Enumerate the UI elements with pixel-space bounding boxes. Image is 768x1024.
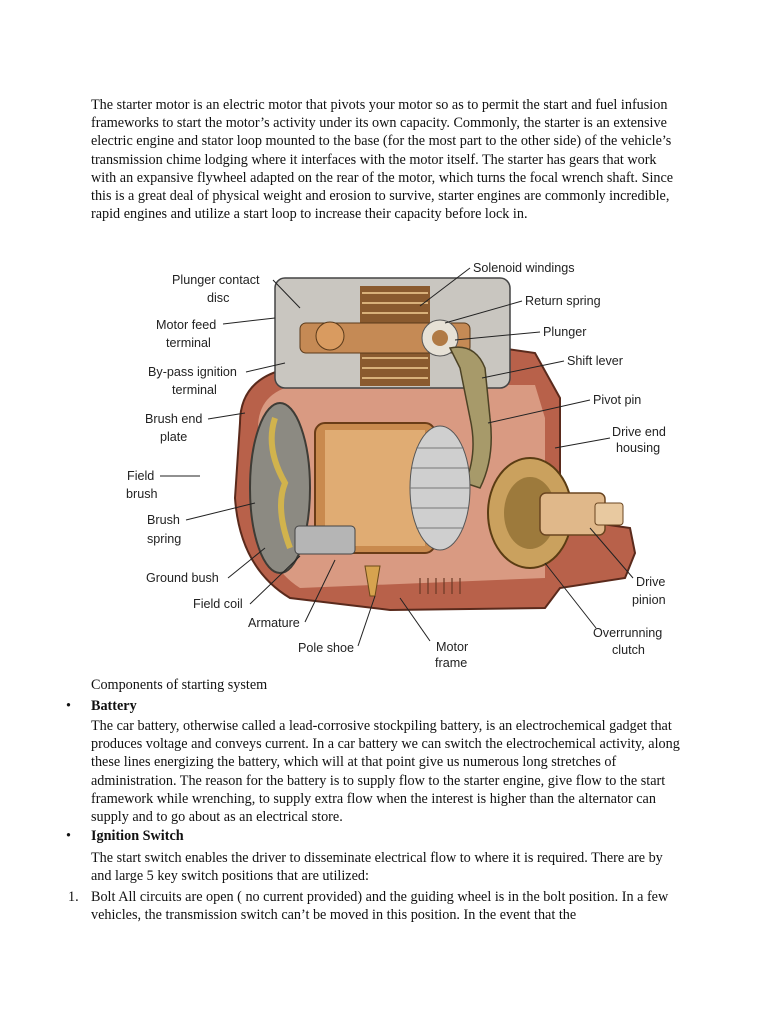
label-plunger-contact-disc-line2: disc bbox=[207, 291, 229, 305]
label-solenoid-windings: Solenoid windings bbox=[473, 261, 575, 275]
numbered-marker-1: 1. bbox=[68, 889, 79, 905]
figure-caption: Components of starting system bbox=[91, 677, 268, 693]
label-drive-end-housing-line2: housing bbox=[616, 441, 660, 455]
label-plunger: Plunger bbox=[543, 325, 586, 339]
label-brush-end-plate-line2: plate bbox=[160, 430, 187, 444]
bullet-marker-ignition-switch: • bbox=[66, 828, 71, 844]
label-drive-end-housing-line1: Drive end bbox=[612, 425, 666, 439]
label-brush-spring-line1: Brush bbox=[147, 513, 180, 527]
label-brush-spring-line2: spring bbox=[147, 532, 181, 546]
label-motor-feed-terminal-line1: Motor feed bbox=[156, 318, 216, 332]
label-field-brush-line1: Field bbox=[127, 469, 154, 483]
label-motor-frame-line1: Motor bbox=[436, 640, 468, 654]
section-heading-battery: Battery bbox=[91, 698, 137, 714]
bullet-marker-battery: • bbox=[66, 698, 71, 714]
label-motor-frame-line2: frame bbox=[435, 656, 467, 670]
intro-paragraph: The starter motor is an electric motor t… bbox=[91, 97, 674, 223]
numbered-item-1-text: Bolt All circuits are open ( no current … bbox=[91, 889, 669, 924]
label-overrunning-clutch-line2: clutch bbox=[612, 643, 645, 657]
label-drive-pinion-line1: Drive bbox=[636, 575, 665, 589]
section-heading-ignition-switch: Ignition Switch bbox=[91, 828, 184, 844]
label-drive-pinion-line2: pinion bbox=[632, 593, 666, 607]
label-motor-feed-terminal-line2: terminal bbox=[166, 336, 211, 350]
label-field-brush-line2: brush bbox=[126, 487, 158, 501]
label-overrunning-clutch-line1: Overrunning bbox=[593, 626, 662, 640]
label-field-coil: Field coil bbox=[193, 597, 243, 611]
label-bypass-ignition-terminal-line1: By-pass ignition bbox=[148, 365, 237, 379]
label-bypass-ignition-terminal-line2: terminal bbox=[172, 383, 217, 397]
label-pole-shoe: Pole shoe bbox=[298, 641, 354, 655]
ignition-switch-paragraph: The start switch enables the driver to d… bbox=[91, 850, 663, 885]
starter-motor-illustration: Plunger contact disc Motor feed terminal… bbox=[126, 261, 666, 670]
label-shift-lever: Shift lever bbox=[567, 354, 623, 368]
battery-paragraph: The car battery, otherwise called a lead… bbox=[91, 718, 680, 826]
label-return-spring: Return spring bbox=[525, 294, 601, 308]
label-armature: Armature bbox=[248, 616, 300, 630]
starter-motor-diagram: Plunger contact disc Motor feed terminal… bbox=[90, 248, 690, 676]
label-brush-end-plate-line1: Brush end bbox=[145, 412, 202, 426]
label-pivot-pin: Pivot pin bbox=[593, 393, 641, 407]
label-ground-bush: Ground bush bbox=[146, 571, 219, 585]
label-plunger-contact-disc-line1: Plunger contact bbox=[172, 273, 260, 287]
